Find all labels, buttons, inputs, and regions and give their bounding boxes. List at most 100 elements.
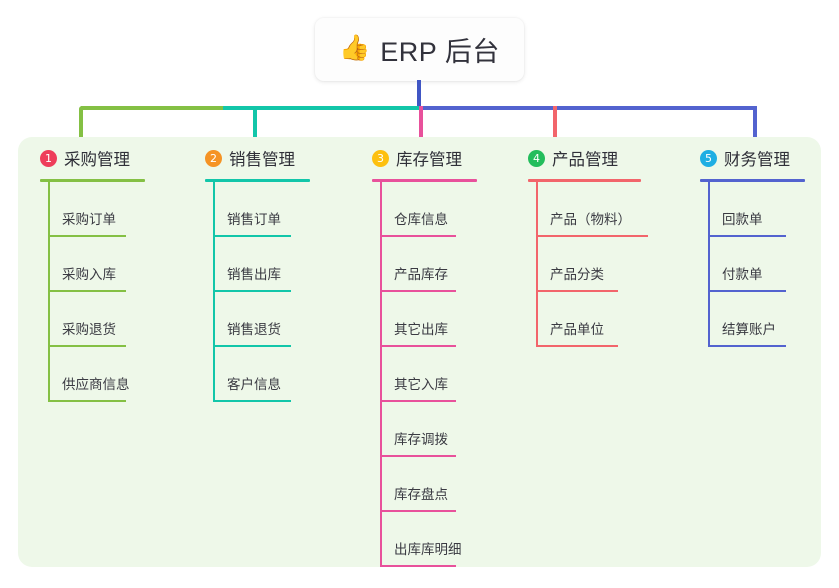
list-item[interactable]: 其它入库 <box>372 347 477 402</box>
item-rule <box>380 235 456 237</box>
branch-header-1[interactable]: 1 采购管理 <box>40 146 145 170</box>
list-item[interactable]: 库存调拨 <box>372 402 477 457</box>
branch-header-rule-5 <box>700 179 805 182</box>
item-rule <box>48 290 126 292</box>
item-label: 其它入库 <box>394 377 448 392</box>
item-label: 回款单 <box>722 212 763 227</box>
branch-column-sales: 2 销售管理 销售订单 销售出库 销售退货 客户信息 <box>205 146 310 402</box>
branch-drop-2 <box>253 106 257 138</box>
list-item[interactable]: 仓库信息 <box>372 182 477 237</box>
branch-title-1: 采购管理 <box>64 151 130 169</box>
item-label: 销售出库 <box>227 267 281 282</box>
thumbs-up-icon: 👍 <box>339 34 371 62</box>
item-rule <box>380 290 456 292</box>
item-label: 采购退货 <box>62 322 116 337</box>
item-rule <box>536 290 618 292</box>
list-item[interactable]: 付款单 <box>700 237 805 292</box>
branch-items-1: 采购订单 采购入库 采购退货 供应商信息 <box>40 182 145 402</box>
item-rule <box>380 510 456 512</box>
list-item[interactable]: 销售订单 <box>205 182 310 237</box>
branch-spine-4 <box>536 182 538 347</box>
item-rule <box>380 565 456 567</box>
item-label: 库存盘点 <box>394 487 448 502</box>
root-node-title: ERP 后台 <box>380 37 500 67</box>
branch-column-product: 4 产品管理 产品（物料） 产品分类 产品单位 <box>528 146 648 347</box>
branch-header-rule-2 <box>205 179 310 182</box>
item-rule <box>213 235 291 237</box>
branch-column-finance: 5 财务管理 回款单 付款单 结算账户 <box>700 146 805 347</box>
list-item[interactable]: 销售退货 <box>205 292 310 347</box>
branch-header-4[interactable]: 4 产品管理 <box>528 146 641 170</box>
item-label: 产品单位 <box>550 322 604 337</box>
list-item[interactable]: 产品库存 <box>372 237 477 292</box>
list-item[interactable]: 结算账户 <box>700 292 805 347</box>
list-item[interactable]: 产品单位 <box>528 292 641 347</box>
branch-header-5[interactable]: 5 财务管理 <box>700 146 805 170</box>
list-item[interactable]: 销售出库 <box>205 237 310 292</box>
item-rule <box>380 345 456 347</box>
item-rule <box>48 345 126 347</box>
item-rule <box>536 235 648 237</box>
branch-header-rule-3 <box>372 179 477 182</box>
branch-drop-4 <box>553 106 557 138</box>
branch-badge-5: 5 <box>700 149 717 167</box>
item-label: 采购入库 <box>62 267 116 282</box>
list-item[interactable]: 产品分类 <box>528 237 641 292</box>
branch-items-4: 产品（物料） 产品分类 产品单位 <box>528 182 648 347</box>
branch-spine-3 <box>380 182 382 567</box>
modules-panel <box>18 137 821 567</box>
item-rule <box>213 290 291 292</box>
list-item[interactable]: 其它出库 <box>372 292 477 347</box>
item-rule <box>380 400 456 402</box>
connector-segment-left-green <box>81 106 223 110</box>
item-rule <box>380 455 456 457</box>
item-label: 付款单 <box>722 267 763 282</box>
branch-badge-2: 2 <box>205 149 222 167</box>
branch-header-rule-1 <box>40 179 145 182</box>
list-item[interactable]: 供应商信息 <box>40 347 145 402</box>
list-item[interactable]: 采购退货 <box>40 292 145 347</box>
item-label: 采购订单 <box>62 212 116 227</box>
list-item[interactable]: 采购入库 <box>40 237 145 292</box>
branch-header-3[interactable]: 3 库存管理 <box>372 146 477 170</box>
root-node-card[interactable]: 👍 ERP 后台 <box>315 18 524 81</box>
list-item[interactable]: 库存盘点 <box>372 457 477 512</box>
list-item[interactable]: 产品（物料） <box>528 182 648 237</box>
branch-badge-3: 3 <box>372 149 389 167</box>
branch-column-purchasing: 1 采购管理 采购订单 采购入库 采购退货 供应商信息 <box>40 146 145 402</box>
branch-header-2[interactable]: 2 销售管理 <box>205 146 310 170</box>
branch-drop-1 <box>79 106 87 138</box>
branch-spine-2 <box>213 182 215 402</box>
list-item[interactable]: 出库库明细 <box>372 512 477 567</box>
item-label: 客户信息 <box>227 377 281 392</box>
item-label: 其它出库 <box>394 322 448 337</box>
list-item[interactable]: 客户信息 <box>205 347 310 402</box>
item-rule <box>708 345 786 347</box>
branch-badge-1: 1 <box>40 149 57 167</box>
item-label: 销售订单 <box>227 212 281 227</box>
connector-segment-mid-teal <box>223 106 419 110</box>
item-rule <box>48 235 126 237</box>
item-rule <box>213 345 291 347</box>
item-rule <box>48 400 126 402</box>
branch-spine-1 <box>48 182 50 402</box>
branch-items-2: 销售订单 销售出库 销售退货 客户信息 <box>205 182 310 402</box>
item-label: 出库库明细 <box>394 542 462 557</box>
item-label: 结算账户 <box>722 322 776 337</box>
item-label: 销售退货 <box>227 322 281 337</box>
item-rule <box>536 345 618 347</box>
branch-header-rule-4 <box>528 179 641 182</box>
item-label: 仓库信息 <box>394 212 448 227</box>
branch-items-5: 回款单 付款单 结算账户 <box>700 182 805 347</box>
trunk-connector <box>417 80 421 108</box>
item-rule <box>708 235 786 237</box>
item-label: 库存调拨 <box>394 432 448 447</box>
list-item[interactable]: 采购订单 <box>40 182 145 237</box>
item-rule <box>708 290 786 292</box>
list-item[interactable]: 回款单 <box>700 182 805 237</box>
branch-badge-4: 4 <box>528 149 545 167</box>
item-label: 产品库存 <box>394 267 448 282</box>
item-label: 产品分类 <box>550 267 604 282</box>
branch-title-5: 财务管理 <box>724 151 790 169</box>
